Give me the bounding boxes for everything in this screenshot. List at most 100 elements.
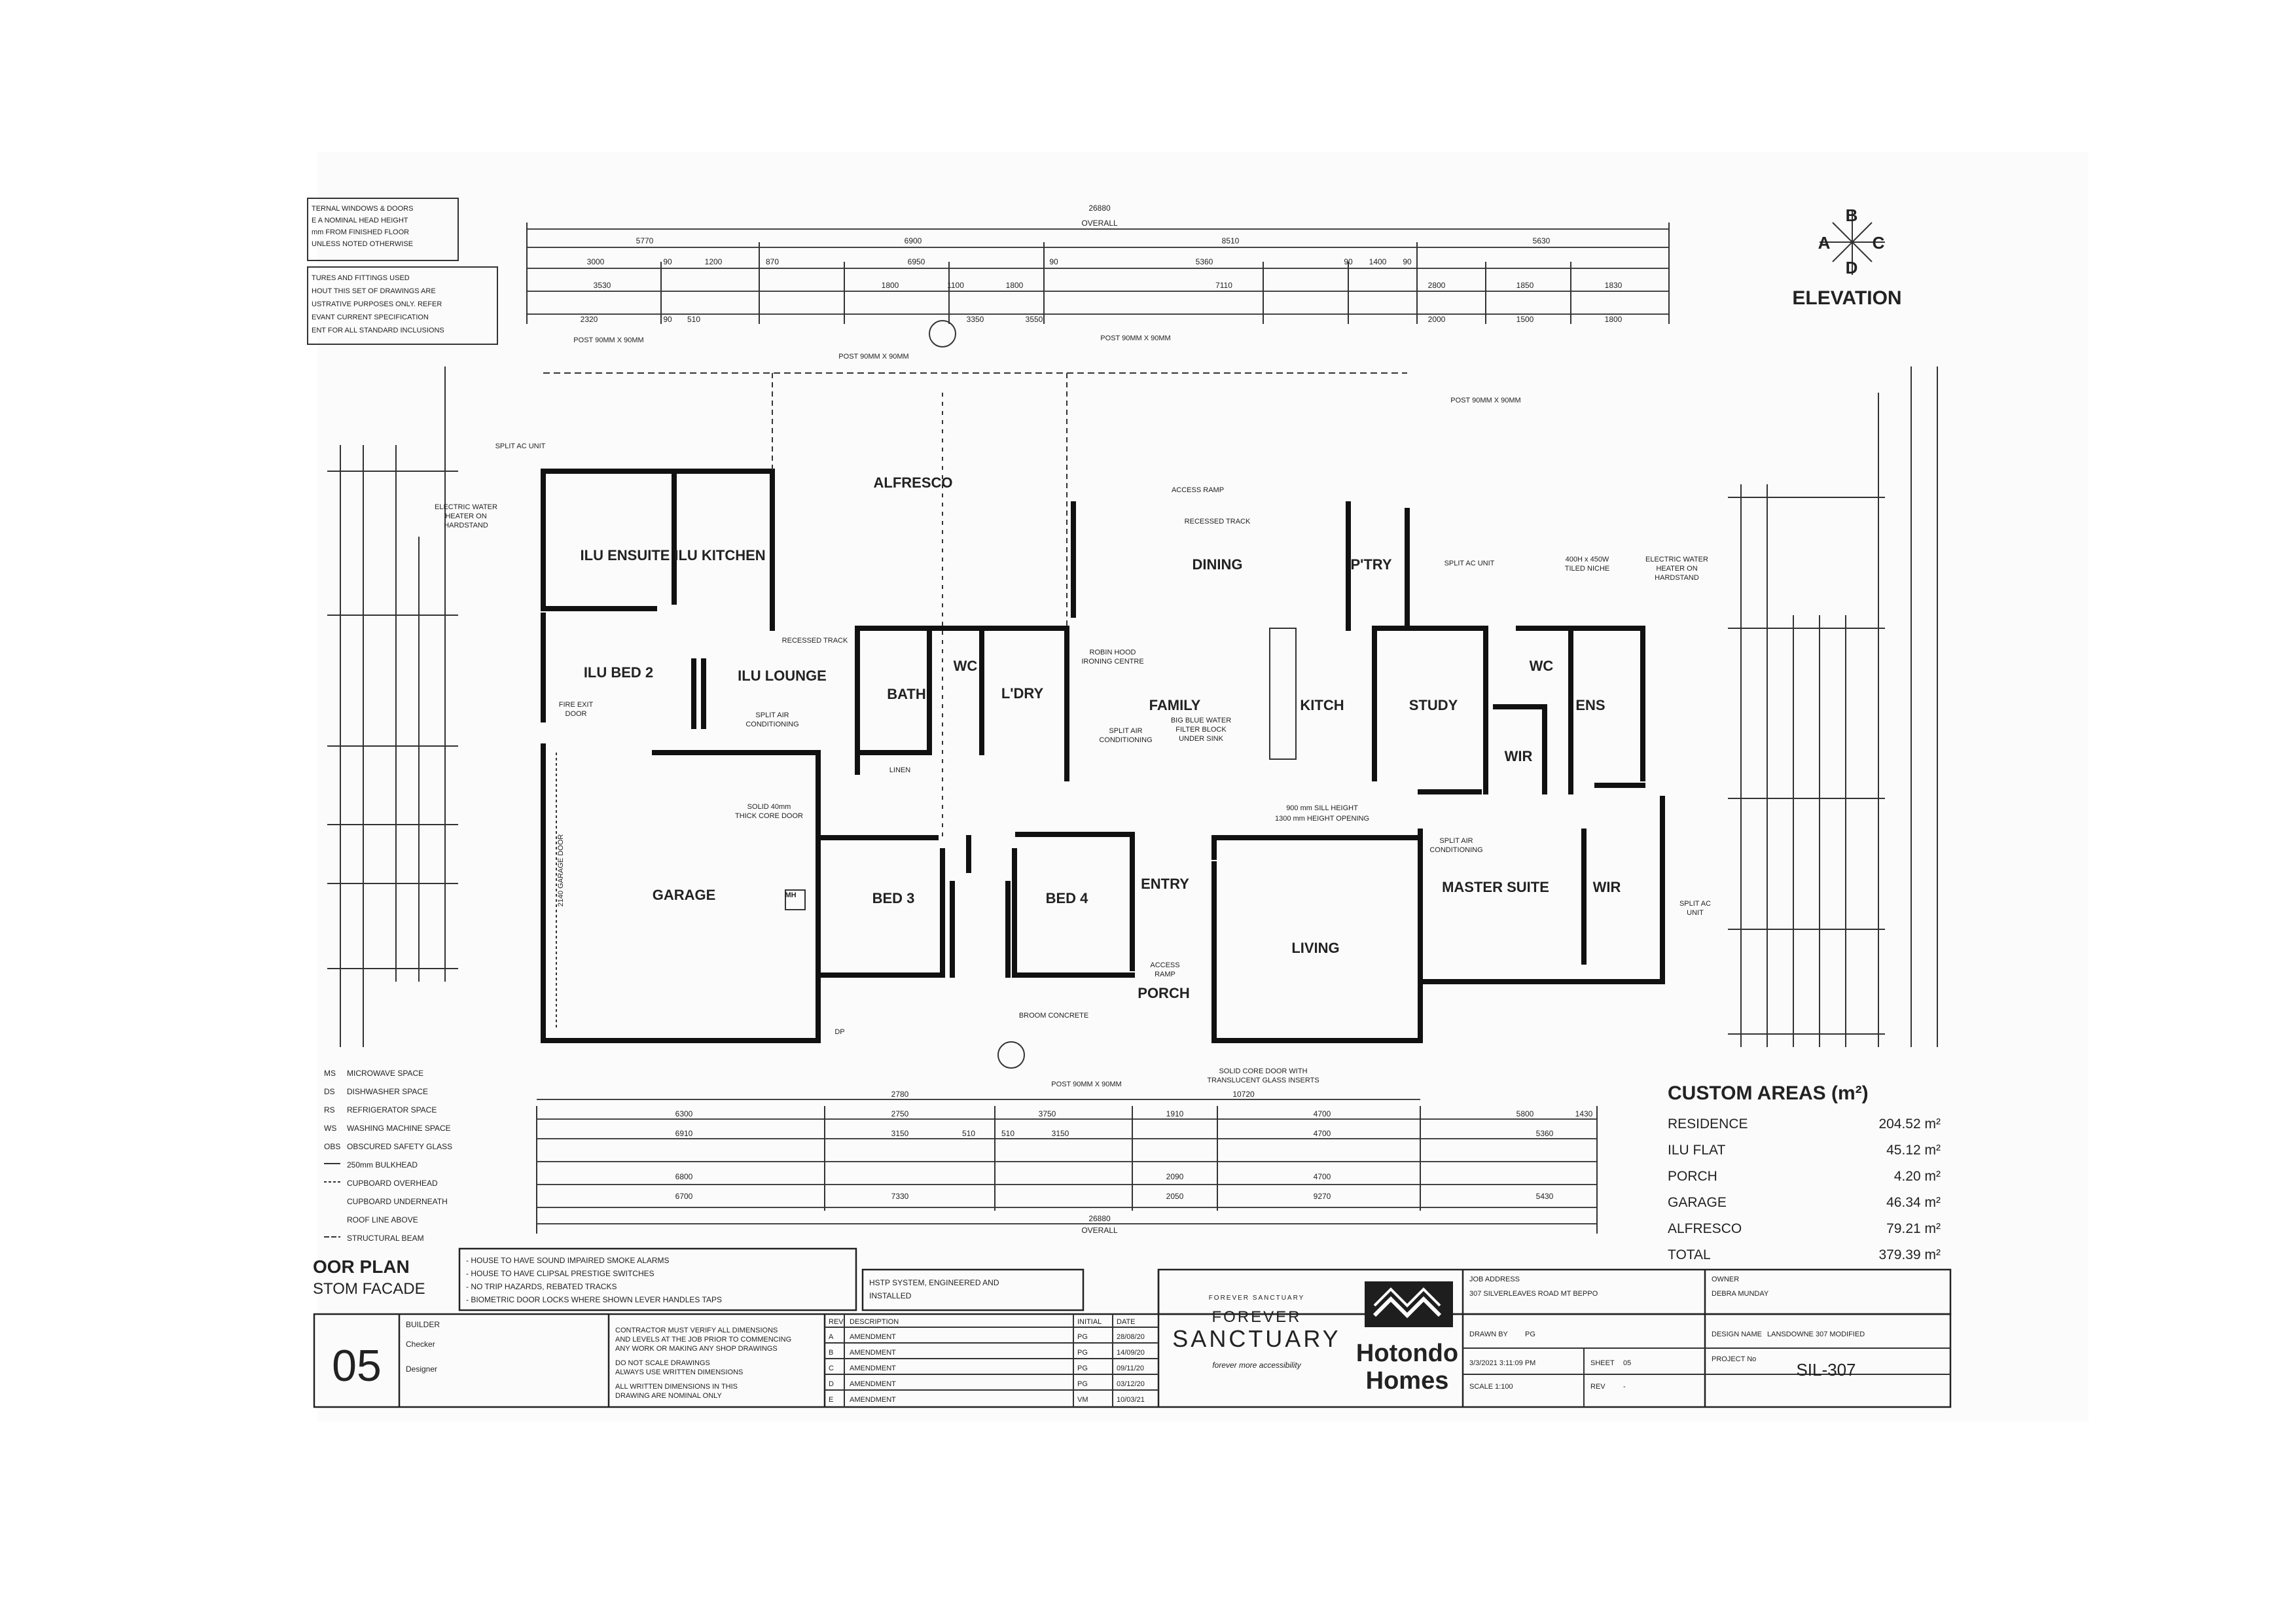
top-dimensions: 26880 OVERALL 5770 6900 8510 5630 3000 9…: [526, 204, 1670, 324]
brand-small: FOREVER SANCTUARY: [1209, 1294, 1305, 1302]
rev-cell: A: [829, 1333, 834, 1341]
area-label: GARAGE: [1668, 1195, 1727, 1210]
note-line: - BIOMETRIC DOOR LOCKS WHERE SHOWN LEVER…: [466, 1295, 722, 1304]
rev-cell: 09/11/20: [1117, 1364, 1144, 1372]
rev-header: REV: [829, 1318, 844, 1326]
compass-c: C: [1873, 233, 1885, 253]
note2-line: ENT FOR ALL STANDARD INCLUSIONS: [312, 327, 444, 334]
revision-table: REV DESCRIPTION INITIAL DATE A AMENDMENT…: [825, 1314, 1158, 1407]
water-filter-label: BIG BLUE WATER: [1171, 717, 1231, 724]
kitchen-island: [1269, 628, 1297, 760]
dim-label: 5360: [1196, 257, 1213, 266]
porch-label: PORCH: [1138, 985, 1189, 1001]
dim-label: 10720: [1232, 1090, 1255, 1099]
rev-cell: 10/03/21: [1117, 1396, 1145, 1404]
area-value: 4.20 m²: [1894, 1169, 1941, 1184]
rev-cell: 03/12/20: [1117, 1380, 1145, 1388]
legend-code: MS: [324, 1069, 336, 1078]
brand-tag: forever more accessibility: [1212, 1361, 1301, 1370]
dim-label: 2050: [1166, 1192, 1184, 1201]
room-labels: ALFRESCO DINING P'TRY ILU ENSUITE ILU KI…: [581, 474, 1621, 1001]
dim-label: 90: [663, 315, 672, 324]
dim-label: 90: [663, 257, 672, 266]
pantry-label: P'TRY: [1350, 556, 1391, 573]
rev-header: DATE: [1117, 1318, 1136, 1326]
post-label: POST 90MM X 90MM: [1450, 397, 1520, 404]
family-label: FAMILY: [1149, 697, 1201, 713]
note1-line: UNLESS NOTED OTHERWISE: [312, 240, 413, 248]
rev-cell: PG: [1077, 1364, 1088, 1372]
niche-label: TILED NICHE: [1565, 565, 1609, 573]
sheet-value: 05: [1623, 1359, 1631, 1367]
split-ac-label: UNIT: [1687, 909, 1704, 917]
custom-areas-title: CUSTOM AREAS (m²): [1668, 1082, 1869, 1104]
dim-label: 3350: [967, 315, 984, 324]
dim-label: 6910: [675, 1129, 693, 1138]
dim-label: 1830: [1605, 281, 1623, 290]
top-left-notes: TERNAL WINDOWS & DOORS E A NOMINAL HEAD …: [307, 198, 498, 345]
compass-d: D: [1846, 258, 1858, 277]
plan-title: OOR PLAN: [313, 1257, 410, 1277]
plan-annotations: POST 90MM X 90MM POST 90MM X 90MM POST 9…: [435, 334, 1711, 1088]
fire-exit-label: FIRE EXIT: [559, 701, 594, 709]
ironing-centre-label: IRONING CENTRE: [1081, 658, 1143, 666]
rev-cell: AMENDMENT: [850, 1333, 896, 1341]
split-air-label: CONDITIONING: [745, 721, 798, 728]
wc2-label: WC: [1530, 658, 1554, 674]
builder-value: Checker: [406, 1340, 435, 1349]
project-no-label: PROJECT No: [1712, 1355, 1756, 1363]
compass-diagonal: [1832, 222, 1873, 262]
laundry-label: L'DRY: [1001, 685, 1044, 702]
brand-line1: FOREVER: [1211, 1308, 1301, 1326]
note2-line: HOUT THIS SET OF DRAWINGS ARE: [312, 287, 436, 295]
brand-line2: SANCTUARY: [1172, 1325, 1340, 1352]
legend-text: 250mm BULKHEAD: [347, 1160, 418, 1169]
building-walls: [541, 372, 1665, 1043]
contractor-note: DRAWING ARE NOMINAL ONLY: [615, 1392, 722, 1400]
ilu-lounge-label: ILU LOUNGE: [738, 668, 827, 684]
dim-label: 8510: [1222, 236, 1240, 245]
area-label: PORCH: [1668, 1169, 1717, 1184]
rev-cell: 14/09/20: [1117, 1349, 1145, 1357]
legend-text: MICROWAVE SPACE: [347, 1069, 423, 1078]
drawn-by: PG: [1525, 1330, 1535, 1338]
legend-code: WS: [324, 1124, 336, 1133]
designer-value: Designer: [406, 1364, 437, 1374]
access-ramp-label: RAMP: [1155, 971, 1175, 978]
water-heater-label: HARDSTAND: [1655, 574, 1699, 582]
dim-label: 4700: [1314, 1109, 1331, 1118]
rev-cell: PG: [1077, 1380, 1088, 1388]
contractor-note: ALL WRITTEN DIMENSIONS IN THIS: [615, 1383, 738, 1391]
dim-label: 510: [1001, 1129, 1014, 1138]
right-dimension-ladder: [1728, 366, 1938, 1047]
compass-b: B: [1846, 205, 1858, 225]
water-heater-label: ELECTRIC WATER: [435, 503, 497, 511]
overall-dim-label: OVERALL: [1081, 1226, 1118, 1235]
dim-label: 1910: [1166, 1109, 1184, 1118]
note2-line: TURES AND FITTINGS USED: [312, 274, 410, 282]
owner: DEBRA MUNDAY: [1712, 1290, 1769, 1298]
legend-text: STRUCTURAL BEAM: [347, 1234, 424, 1243]
compass-label: ELEVATION: [1792, 287, 1901, 309]
dim-label: 90: [1403, 257, 1412, 266]
note1-line: E A NOMINAL HEAD HEIGHT: [312, 217, 408, 224]
split-air-label: CONDITIONING: [1429, 846, 1482, 854]
rev-header: DESCRIPTION: [850, 1318, 899, 1326]
area-label: ILU FLAT: [1668, 1143, 1725, 1158]
water-heater-label: HARDSTAND: [444, 522, 488, 529]
design-name: LANSDOWNE 307 MODIFIED: [1767, 1330, 1865, 1338]
study-label: STUDY: [1409, 697, 1458, 713]
note-line: - HOUSE TO HAVE SOUND IMPAIRED SMOKE ALA…: [466, 1256, 670, 1265]
downpipe-label: DP: [834, 1028, 844, 1036]
rev-header: INITIAL: [1077, 1318, 1102, 1326]
dim-label: 3750: [1039, 1109, 1056, 1118]
dim-label: 1800: [1006, 281, 1024, 290]
elevation-compass: B A C D ELEVATION: [1792, 205, 1901, 309]
dim-label: 6950: [908, 257, 925, 266]
area-value: 79.21 m²: [1886, 1221, 1941, 1236]
sill-height-label: 1300 mm HEIGHT OPENING: [1275, 815, 1369, 823]
dim-label: 2750: [891, 1109, 909, 1118]
dim-label: 2000: [1428, 315, 1446, 324]
contractor-note: CONTRACTOR MUST VERIFY ALL DIMENSIONS: [615, 1327, 778, 1334]
dim-label: 2320: [581, 315, 598, 324]
